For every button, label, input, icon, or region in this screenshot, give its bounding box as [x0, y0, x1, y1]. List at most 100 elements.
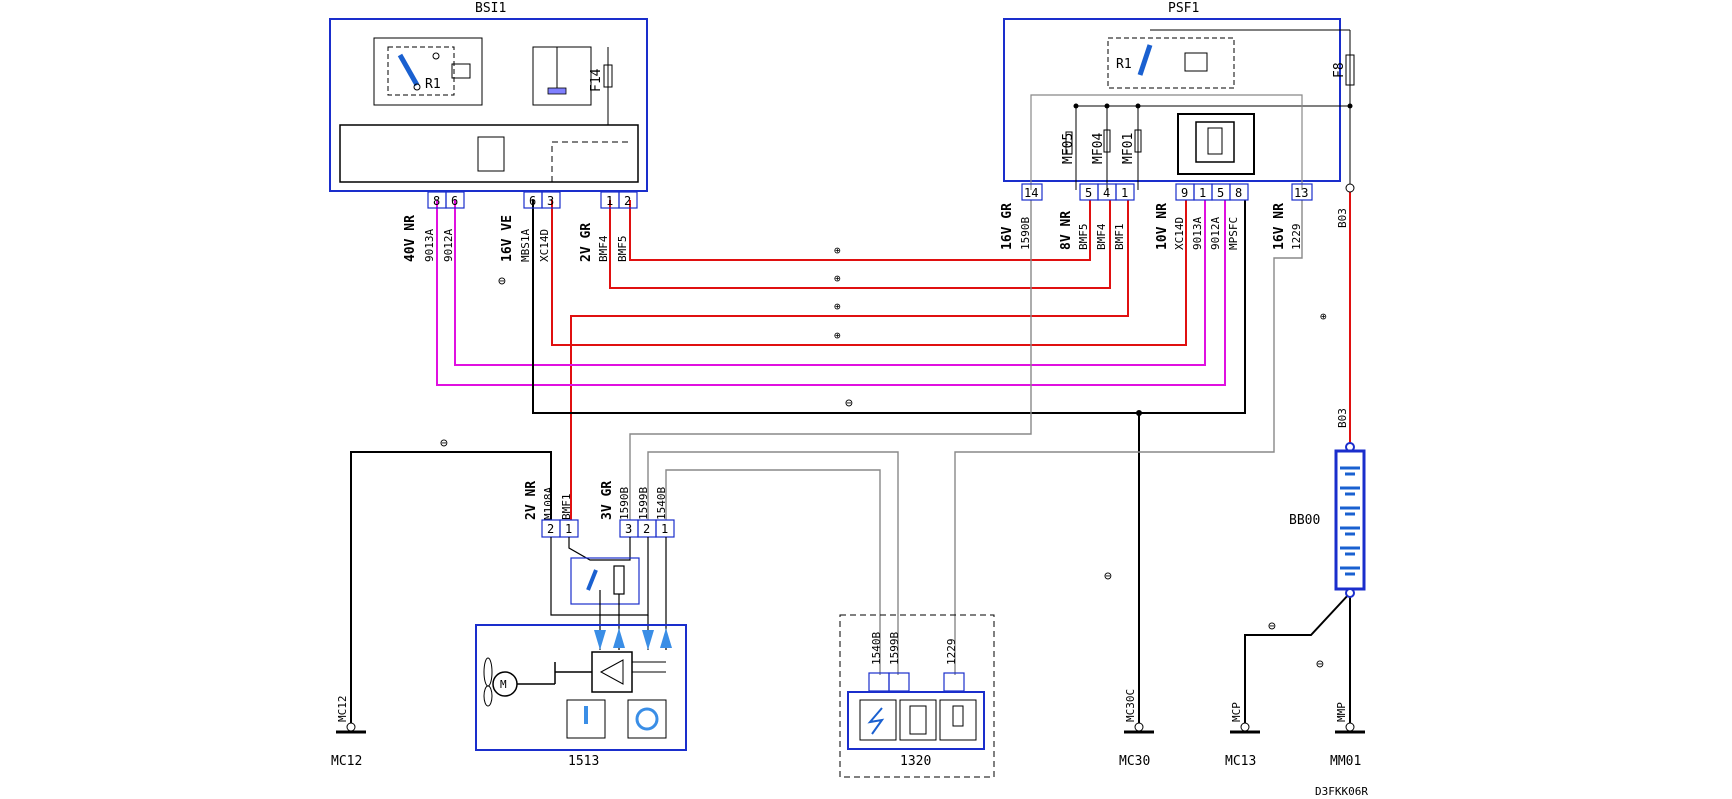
pin: 2	[624, 194, 631, 208]
ground-annotation: ⊖	[1104, 569, 1112, 584]
pin: 8	[1235, 186, 1242, 200]
ecu-chip-icon	[899, 699, 937, 741]
pin: 3	[547, 194, 554, 208]
m1513-module: M 1513	[475, 624, 687, 769]
battery-positive-annotation: ⊕	[834, 272, 841, 285]
wire-9013a	[436, 200, 1226, 386]
ground-point: MM01	[1330, 754, 1361, 769]
ground-id: MC30C	[1124, 689, 1137, 722]
connector-label: 2V GR	[579, 223, 594, 262]
wire-bmf5	[629, 200, 1091, 261]
wire-code: 1540B	[655, 487, 668, 520]
bb00-label: BB00	[1289, 513, 1320, 528]
battery-positive-annotation: ⊕	[834, 244, 841, 257]
bsi1-label: BSI1	[475, 1, 506, 16]
wire-code: MPSFC	[1227, 217, 1240, 250]
connector-label: 8V NR	[1059, 211, 1074, 250]
battery-positive-annotation: ⊕	[834, 300, 841, 313]
spark-icon	[859, 699, 897, 741]
wire-1599b	[647, 451, 899, 675]
ground-mc30: MC30C MC30	[1119, 689, 1154, 769]
ground-id: MMP	[1335, 702, 1348, 722]
arrow-icons	[594, 628, 672, 650]
wire-code: BMF5	[1077, 224, 1090, 251]
ground-mc13: MCP MC13	[1225, 702, 1260, 769]
ground-annotation: ⊖	[498, 274, 506, 289]
m1513-label: 1513	[568, 754, 599, 769]
connector-label: 10V NR	[1155, 203, 1170, 250]
wire-code: BMF4	[597, 235, 610, 262]
battery-positive-annotation: ⊕	[1320, 310, 1327, 323]
pin: 5	[1085, 186, 1092, 200]
pin: 4	[1103, 186, 1110, 200]
ground-annotation: ⊖	[1268, 619, 1276, 634]
ground-annotation: ⊖	[1316, 657, 1324, 672]
pin: 1	[1199, 186, 1206, 200]
temperature-icon	[566, 699, 606, 739]
wire-code: 1229	[945, 639, 958, 666]
bsi1-connectors	[427, 191, 638, 209]
bsi1-module: BSI1 R1 F14	[329, 1, 648, 192]
ground-id: MCP	[1230, 702, 1243, 722]
wire-code: BMF4	[1095, 223, 1108, 250]
ground-mc12: MC12 MC12	[331, 696, 366, 769]
pin: 1	[606, 194, 613, 208]
connector-label: 16V GR	[1000, 203, 1015, 250]
psf1-module: PSF1 R1 F8 MF05 MF04 MF01	[1003, 1, 1355, 190]
wire-code: B03	[1336, 408, 1349, 428]
fuse-f8-icon	[1345, 54, 1355, 86]
pin: 6	[529, 194, 536, 208]
fan-icon	[483, 657, 493, 687]
ground-point: MC12	[331, 754, 362, 769]
wire-bmf1	[570, 200, 1129, 520]
wire-code: 9012A	[1209, 217, 1222, 250]
ground-id: MC12	[336, 696, 349, 723]
pin: 9	[1181, 186, 1188, 200]
ecu-chip-icon	[477, 136, 505, 172]
bsi1-fuse-label: F14	[589, 68, 604, 92]
reference-code: D3FKK06R	[1315, 785, 1368, 798]
battery-cells-icon	[1340, 466, 1360, 576]
pin: 2	[547, 522, 554, 536]
wire-code: BMF5	[616, 236, 629, 263]
wire-xc14d	[551, 200, 1187, 346]
relay-switch-icon	[1137, 44, 1153, 76]
wire-code: BMF1	[1113, 224, 1126, 251]
wire-m108a	[350, 451, 552, 724]
fuse-label: MF04	[1091, 133, 1106, 164]
m1320-label: 1320	[900, 754, 931, 769]
m1320-connectors	[868, 672, 965, 692]
ac-snowflake-icon	[627, 699, 667, 739]
psf1-fuse-label: F8	[1332, 62, 1347, 78]
bb00-battery: BB00	[1289, 442, 1366, 598]
connector-label: 16V NR	[1272, 203, 1287, 250]
psf1-connectors	[1021, 183, 1313, 201]
ground-point: MC30	[1119, 754, 1150, 769]
bsi1-r1-label: R1	[425, 77, 441, 92]
pin: 13	[1294, 186, 1308, 200]
wire-mcp	[1244, 592, 1351, 724]
ground-annotation: ⊖	[845, 396, 853, 411]
wire-code: 1540B	[870, 632, 883, 665]
wire-code: M108A	[542, 487, 555, 520]
ground-point: MC13	[1225, 754, 1256, 769]
pin: 6	[451, 194, 458, 208]
wire-1590b	[629, 200, 1032, 520]
psf1-r1-label: R1	[1116, 57, 1132, 72]
connector-label: 2V NR	[524, 481, 539, 520]
wire-code: 1599B	[888, 632, 901, 665]
pin: 14	[1024, 186, 1038, 200]
relay-coil-icon	[1184, 52, 1208, 72]
svg-text:M: M	[500, 678, 507, 691]
ecu-chip-icon	[1207, 127, 1223, 155]
wire-code: BMF1	[560, 494, 573, 521]
wire-bmf4	[609, 200, 1111, 289]
pin: 2	[643, 522, 650, 536]
wire-code: 9013A	[1191, 217, 1204, 250]
wire-1540b	[665, 469, 881, 675]
m1513-connectors	[541, 519, 675, 538]
wire-code: MBS1A	[519, 229, 532, 262]
fuse-label: MF01	[1121, 133, 1136, 164]
connector-label: 40V NR	[403, 215, 418, 262]
